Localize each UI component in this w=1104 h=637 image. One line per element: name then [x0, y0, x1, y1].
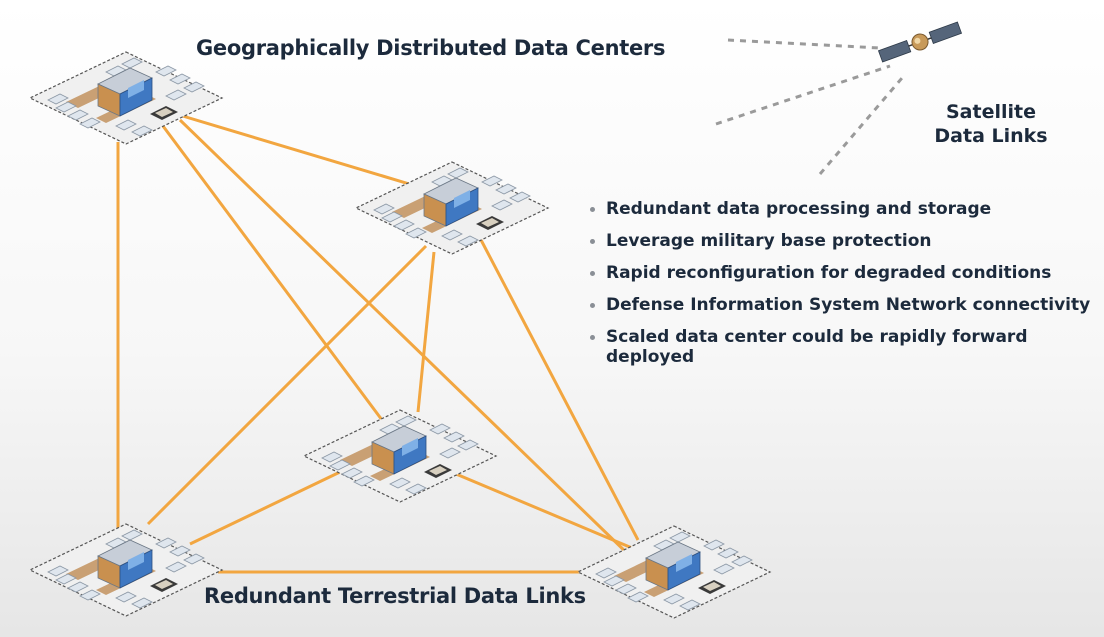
satellite-icon: [877, 21, 963, 63]
data-center-icon: [577, 525, 771, 619]
feature-item: Scaled data center could be rapidly forw…: [588, 327, 1098, 367]
satellite-links-label: Satellite Data Links: [916, 100, 1066, 148]
feature-item: Rapid reconfiguration for degraded condi…: [588, 263, 1098, 283]
data-center-icon: [29, 523, 223, 617]
satellite-label-line-2: Data Links: [934, 125, 1048, 147]
data-center-icon: [29, 51, 223, 145]
feature-item: Defense Information System Network conne…: [588, 295, 1098, 315]
feature-item: Leverage military base protection: [588, 231, 1098, 251]
terrestrial-links: [116, 112, 640, 574]
satellite-links: [715, 38, 904, 175]
terrestrial-links-label: Redundant Terrestrial Data Links: [204, 584, 586, 608]
feature-list: Redundant data processing and storage Le…: [588, 199, 1098, 379]
diagram-title: Geographically Distributed Data Centers: [196, 36, 666, 60]
data-center-icon: [303, 409, 497, 503]
satellite-label-line-1: Satellite: [946, 101, 1036, 123]
feature-item: Redundant data processing and storage: [588, 199, 1098, 219]
